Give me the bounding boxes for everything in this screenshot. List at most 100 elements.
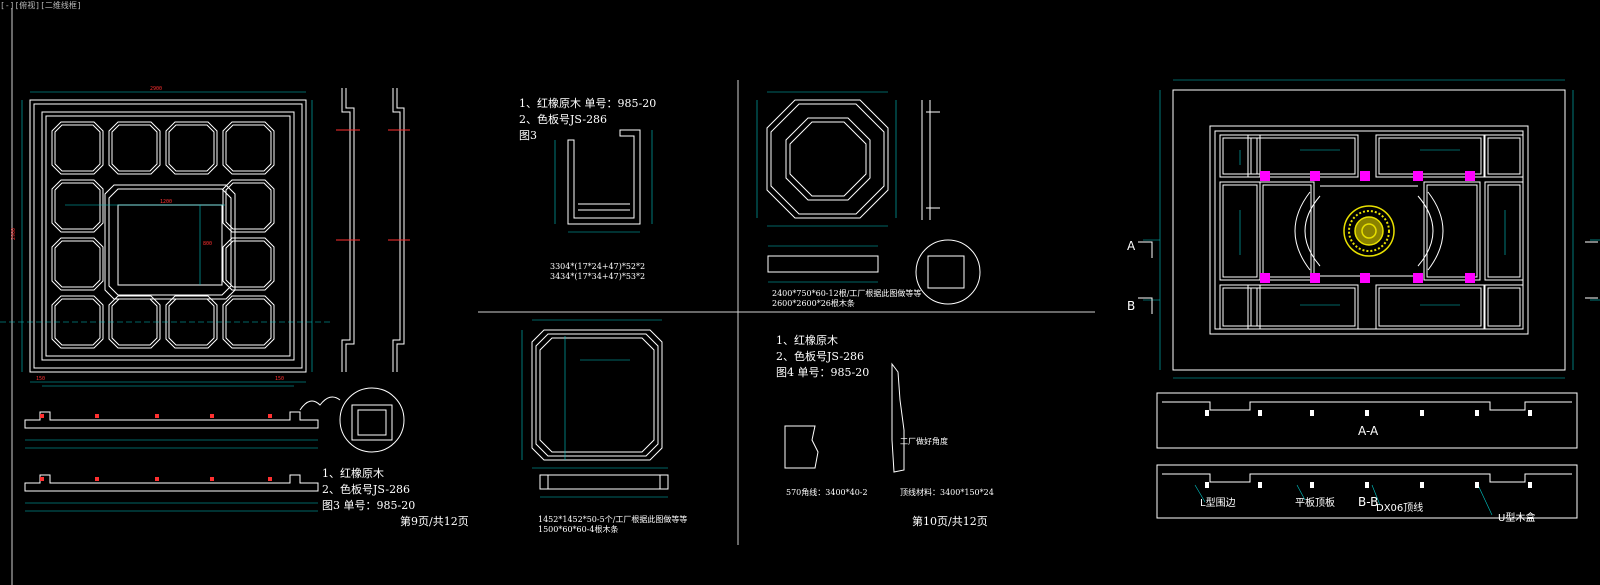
ceiling-panel-inner bbox=[1487, 287, 1521, 327]
section-tick bbox=[1420, 482, 1424, 488]
section-tick bbox=[1205, 410, 1209, 416]
dimension-mark bbox=[95, 414, 99, 418]
junction-marker bbox=[1413, 273, 1423, 283]
section-tick bbox=[1365, 482, 1369, 488]
octagon-cell bbox=[108, 121, 161, 175]
ceiling-plan bbox=[1172, 89, 1566, 371]
octagon-cell bbox=[165, 121, 218, 175]
right-lower-note-1: 1、红橡原木 bbox=[776, 334, 838, 347]
left-note-1: 1、红橡原木 bbox=[322, 467, 384, 480]
octagon-cell-inner bbox=[54, 182, 101, 230]
section-tick bbox=[1365, 410, 1369, 416]
section-tick bbox=[1205, 482, 1209, 488]
ceiling-panel-inner bbox=[1222, 184, 1258, 278]
tag-flat-ceiling: 平板顶板 bbox=[1295, 498, 1335, 509]
junction-marker bbox=[1310, 273, 1320, 283]
octagon-cell-inner bbox=[168, 124, 215, 172]
right-lower-small-2: 570角线：3400*40-2 bbox=[786, 488, 868, 497]
octagon-cell-inner bbox=[168, 298, 215, 346]
mid-top-profile bbox=[567, 129, 641, 225]
right-mid-dims bbox=[756, 91, 897, 283]
ceiling-panel bbox=[1484, 181, 1524, 281]
octagon-cell-inner bbox=[225, 124, 272, 172]
ceiling-panel-inner bbox=[1378, 287, 1482, 327]
left-note-3: 图3 单号：985-20 bbox=[322, 499, 416, 512]
ceiling-panel bbox=[1375, 134, 1485, 178]
ceiling-panel bbox=[1423, 181, 1481, 281]
right-lower-small-3: 顶线材料：3400*150*24 bbox=[900, 488, 994, 497]
right-mid-dim-note-1: 2400*750*60-12根/工厂根据此图做等等 bbox=[772, 289, 922, 298]
junction-marker bbox=[1310, 171, 1320, 181]
junction-marker bbox=[1413, 171, 1423, 181]
viewport-dividers bbox=[11, 8, 1095, 585]
junction-marker bbox=[1260, 171, 1270, 181]
mid-top-dim-note-1: 3304*(17*24+47)*52*2 bbox=[550, 262, 646, 271]
dimension-mark bbox=[210, 414, 214, 418]
mid-bottom-dims bbox=[521, 319, 668, 498]
section-tick bbox=[1420, 410, 1424, 416]
tag-l-border: L型围边 bbox=[1200, 498, 1236, 509]
ceiling-sections bbox=[1156, 392, 1578, 519]
svg-text:800: 800 bbox=[203, 241, 212, 247]
ceiling-panel bbox=[1484, 134, 1524, 178]
dimension-mark bbox=[268, 414, 272, 418]
svg-text:1200: 1200 bbox=[160, 199, 172, 205]
ceiling-panel bbox=[1247, 284, 1359, 330]
viewport-label[interactable]: [-][俯视][二维线框] bbox=[0, 1, 82, 10]
section-tick bbox=[1258, 482, 1262, 488]
ceiling-panel-inner bbox=[1378, 137, 1482, 175]
section-tick bbox=[1258, 410, 1262, 416]
right-lower-small-1: 工厂做好角度 bbox=[900, 437, 948, 446]
ceiling-panel-inner bbox=[1250, 287, 1356, 327]
right-mid-dim-note-2: 2600*2600*26根木条 bbox=[772, 299, 855, 308]
octagon-cell bbox=[222, 295, 275, 349]
right-lower-profile bbox=[784, 362, 905, 473]
ceiling-dims bbox=[1143, 79, 1600, 379]
section-mark-a: A bbox=[1127, 239, 1136, 253]
right-lower-note-2: 2、色板号JS-286 bbox=[776, 350, 865, 363]
section-tick bbox=[1475, 482, 1479, 488]
ceiling-panel-inner bbox=[1426, 184, 1478, 278]
section-mark-b: B bbox=[1127, 299, 1136, 313]
ceiling-panel bbox=[1375, 284, 1485, 330]
dimension-mark bbox=[210, 477, 214, 481]
section-ticks bbox=[1205, 410, 1532, 488]
dimension-mark bbox=[40, 414, 44, 418]
ceiling-panel bbox=[1259, 181, 1315, 281]
octagon-cell bbox=[222, 179, 275, 233]
section-title-bb: B-B bbox=[1358, 495, 1379, 509]
section-tick bbox=[1310, 482, 1314, 488]
octagon-cell-inner bbox=[111, 124, 158, 172]
left-bottom-dims bbox=[25, 439, 318, 512]
mid-bottom-dim-note-1: 1452*1452*50-5个/工厂根据此图做等等 bbox=[538, 515, 688, 524]
junction-marker bbox=[1360, 171, 1370, 181]
mid-top-note-3: 图3 bbox=[519, 129, 537, 142]
octagon-cell-inner bbox=[54, 240, 101, 288]
ceiling-panel-inner bbox=[1487, 137, 1521, 175]
octagon-cell bbox=[108, 295, 161, 349]
octagon-cell-inner bbox=[111, 298, 158, 346]
octagon-cell bbox=[222, 121, 275, 175]
octagon-cell bbox=[222, 237, 275, 291]
ceiling-panel bbox=[1219, 284, 1261, 330]
section-tick bbox=[1475, 410, 1479, 416]
left-bottom-marks bbox=[40, 414, 272, 481]
dimension-mark bbox=[40, 477, 44, 481]
octagon-cell-inner bbox=[225, 298, 272, 346]
svg-text:150: 150 bbox=[36, 376, 45, 382]
left-panel-plan bbox=[29, 99, 307, 373]
ceiling-panel-inner bbox=[1222, 287, 1258, 327]
octagon-cell bbox=[51, 121, 104, 175]
left-note-2: 2、色板号JS-286 bbox=[322, 483, 411, 496]
octagon-cell-inner bbox=[54, 298, 101, 346]
svg-text:2900: 2900 bbox=[150, 86, 162, 92]
right-mid-octagon bbox=[766, 99, 981, 305]
octagon-cell-inner bbox=[225, 182, 272, 230]
tag-u-wood-box: U型木盒 bbox=[1498, 513, 1536, 524]
ceiling-junction-markers bbox=[1260, 171, 1475, 283]
right-page-number: 第10页/共12页 bbox=[912, 515, 988, 528]
mid-top-note-1: 1、红橡原木 单号：985-20 bbox=[519, 97, 657, 110]
octagon-cell bbox=[51, 237, 104, 291]
